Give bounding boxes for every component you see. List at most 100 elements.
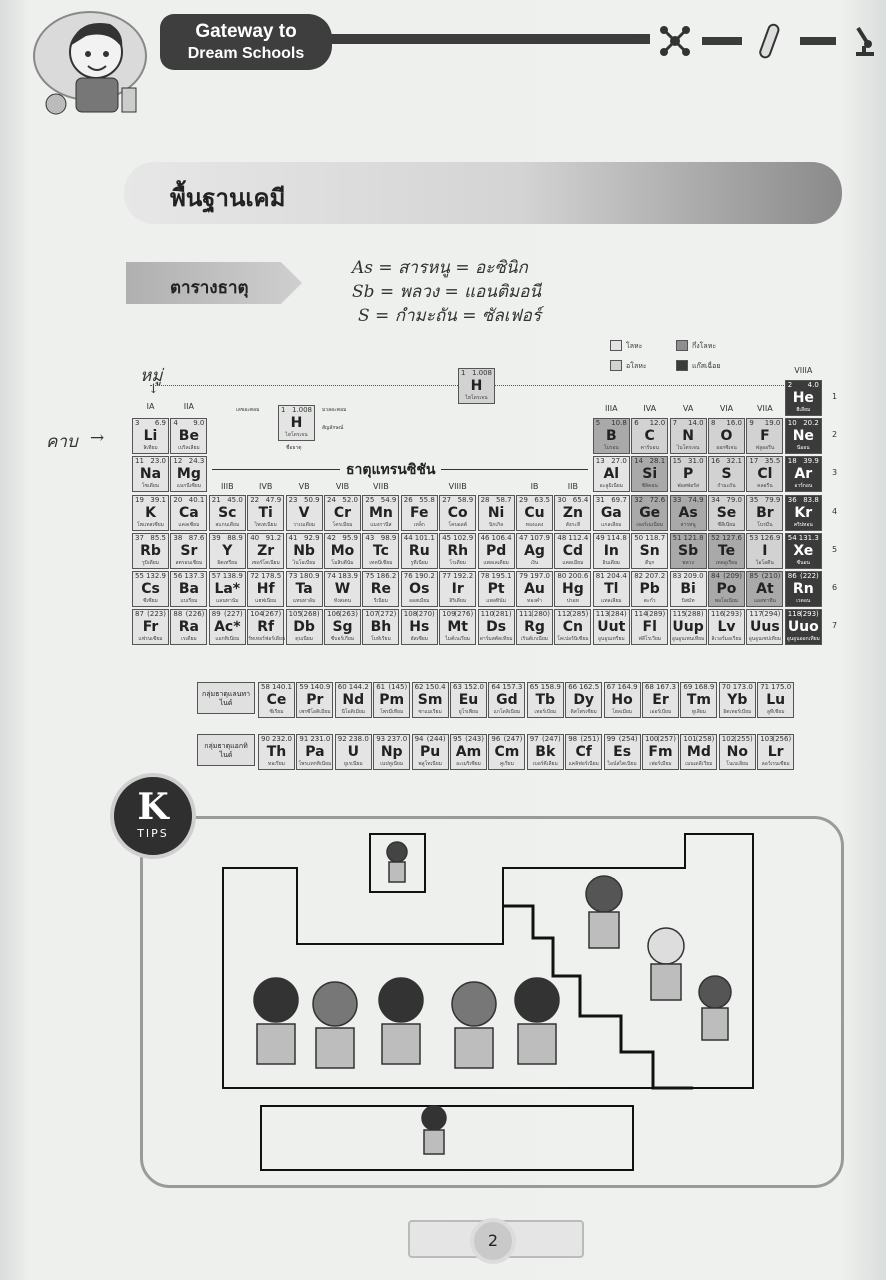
group-label: VIIB — [373, 482, 389, 491]
atomic-mass: (289) — [646, 610, 666, 619]
atomic-mass: 192.2 — [453, 572, 474, 580]
element-name: โพรมีเทียม — [380, 709, 404, 715]
test-tube-icon — [756, 22, 782, 66]
element-name: แคลิฟอร์เนียม — [568, 761, 599, 767]
atomic-number: 39 — [211, 533, 221, 542]
atomic-number: 65 — [529, 683, 539, 691]
element-symbol: Al — [603, 466, 620, 483]
atomic-mass: 28.1 — [649, 457, 666, 466]
atomic-number: 14 — [634, 457, 644, 466]
atomic-number: 89 — [211, 610, 221, 619]
element-name: อาร์กอน — [794, 483, 813, 490]
element-symbol: Ta — [295, 581, 313, 597]
atomic-number: 12 — [173, 457, 183, 466]
element-name: ฟอสฟอรัส — [677, 483, 700, 490]
element-name: พลวง — [682, 559, 694, 566]
atomic-number: 91 — [299, 735, 309, 743]
tips-frame — [140, 816, 844, 1188]
element-symbol: Yb — [727, 692, 748, 708]
key-number: 1 — [281, 406, 286, 414]
element-name: ซีเซียม — [143, 598, 158, 604]
element-symbol: Pt — [487, 581, 505, 597]
handwritten-note-as: As = สารหนู = อะซินิก — [352, 258, 528, 278]
element-symbol: Ag — [524, 542, 545, 559]
element-name: ทองคำ — [527, 598, 542, 604]
atomic-number: 40 — [250, 533, 260, 542]
atomic-mass: 20.2 — [803, 419, 819, 428]
element-name: ไอโอดีน — [755, 559, 774, 566]
atomic-number: 69 — [683, 683, 693, 691]
key-element-cell: 1 1.008 H ไฮโดรเจน — [278, 405, 315, 441]
atomic-mass: 63.5 — [534, 495, 550, 504]
group-label: IIA — [183, 402, 194, 411]
atomic-number: 21 — [211, 495, 221, 504]
element-symbol: Zr — [257, 542, 275, 559]
element-name: อิตเทอร์เบียม — [723, 709, 752, 715]
atomic-mass: 140.1 — [271, 683, 292, 691]
atomic-number: 3 — [135, 419, 140, 428]
element-symbol: Tl — [604, 581, 619, 597]
group-label: IVA — [643, 404, 657, 413]
element-name: อูนอูนออกเทียม — [786, 636, 820, 643]
group-label: IVB — [259, 482, 273, 491]
element-name: ซีบอร์เกียม — [330, 636, 355, 643]
element-symbol: Er — [652, 692, 669, 708]
element-name: ทอเรียม — [268, 761, 285, 767]
atomic-number: 33 — [672, 495, 682, 504]
element-name: เทลลูเรียม — [715, 559, 738, 566]
element-symbol: Cm — [494, 744, 520, 760]
atomic-mass: 180.9 — [299, 572, 320, 580]
element-symbol: Th — [266, 744, 287, 760]
atomic-number: 15 — [672, 457, 682, 466]
element-symbol: Y — [222, 542, 233, 559]
element-name: ไมต์เนเรียม — [445, 636, 471, 643]
atomic-mass: 14.0 — [688, 419, 704, 428]
group-label: VIIIB — [448, 482, 467, 491]
atomic-mass: 106.4 — [491, 533, 512, 542]
atomic-mass: 121.8 — [683, 533, 704, 542]
element-name: อะลูมิเนียม — [599, 483, 623, 490]
element-symbol: Dy — [573, 692, 595, 708]
atomic-mass: (268) — [300, 610, 320, 619]
atomic-number: 97 — [529, 735, 539, 743]
element-symbol: O — [720, 428, 733, 445]
atomic-mass: 69.7 — [611, 495, 627, 504]
atomic-number: 73 — [288, 572, 298, 580]
k-tips-letter: K — [137, 786, 169, 828]
atomic-number: 37 — [135, 533, 144, 542]
element-name: โบรมีน — [757, 521, 773, 528]
element-symbol: Po — [716, 581, 737, 597]
element-symbol: Fr — [142, 619, 159, 636]
atomic-mass: (243) — [465, 735, 484, 743]
element-symbol: Li — [143, 428, 158, 445]
atomic-mass: 132.9 — [145, 572, 166, 580]
atomic-number: 41 — [288, 533, 298, 542]
atomic-number: 2 — [787, 381, 793, 389]
element-symbol: Sm — [417, 692, 443, 708]
element-symbol: Hf — [256, 581, 275, 597]
